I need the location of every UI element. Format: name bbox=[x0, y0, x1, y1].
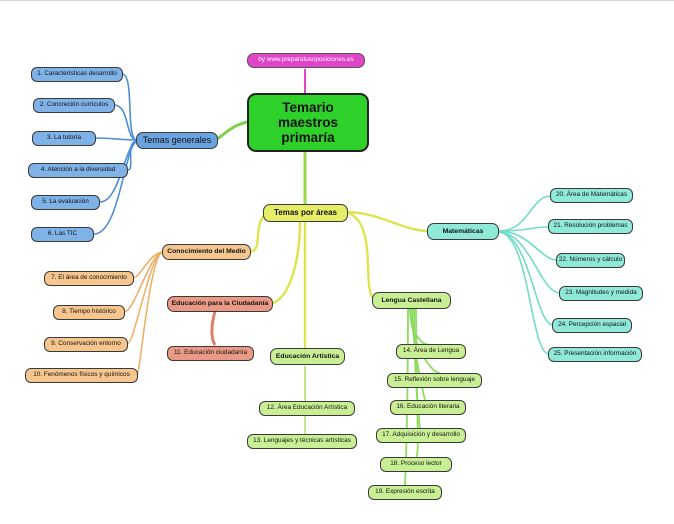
url-node[interactable]: by www.preparatusoposiciones.es bbox=[247, 53, 365, 68]
artistica-item-13[interactable]: 13. Lenguajes y técnicas artísticas bbox=[247, 434, 357, 449]
medio-item-10[interactable]: 10. Fenómenos físicos y químicos bbox=[25, 368, 138, 383]
ciudadania-node[interactable]: Educación para la Ciudadanía bbox=[167, 296, 273, 312]
lengua-node[interactable]: Lengua Castellana bbox=[372, 292, 451, 309]
root-node[interactable]: Temario maestros primaría bbox=[247, 93, 369, 152]
matematicas-item-21[interactable]: 21. Resolución problemas bbox=[548, 219, 633, 234]
ciudadania-item-11[interactable]: 11. Educación ciudadanía bbox=[167, 346, 254, 361]
medio-item-9[interactable]: 9. Conservación entorno bbox=[44, 337, 128, 352]
general-item-5[interactable]: 5. La evaluación bbox=[31, 195, 100, 210]
general-item-1[interactable]: 1. Características desarrollo bbox=[31, 67, 123, 82]
matematicas-item-20[interactable]: 20. Área de Matemáticas bbox=[550, 188, 633, 203]
medio-item-8[interactable]: 8. Tiempo histórico bbox=[53, 305, 125, 320]
artistica-node[interactable]: Educación Artística bbox=[270, 348, 345, 365]
matematicas-node[interactable]: Matemáticas bbox=[427, 223, 499, 240]
temas-generales-node[interactable]: Temas generales bbox=[136, 132, 218, 149]
general-item-6[interactable]: 6. Las TIC bbox=[31, 227, 94, 242]
lengua-item-15[interactable]: 15. Reflexión sobre lenguaje bbox=[387, 373, 482, 388]
conocimiento-medio-node[interactable]: Conocimiento del Medio bbox=[162, 244, 251, 260]
matematicas-item-23[interactable]: 23. Magnitudes y medida bbox=[559, 286, 643, 301]
lengua-item-18[interactable]: 18. Proceso lector bbox=[380, 457, 452, 472]
medio-item-7[interactable]: 7. El área de conocimiento bbox=[44, 271, 134, 286]
general-item-3[interactable]: 3. La tutoría bbox=[32, 131, 96, 146]
lengua-item-19[interactable]: 19. Expresión escrita bbox=[368, 485, 442, 500]
artistica-item-12[interactable]: 12. Área Educación Artística bbox=[259, 401, 355, 416]
lengua-item-16[interactable]: 16. Educación literaria bbox=[390, 400, 466, 415]
lengua-item-17[interactable]: 17. Adquisición y desarrollo bbox=[376, 428, 466, 443]
general-item-4[interactable]: 4. Atención a la diversidad bbox=[28, 163, 128, 178]
matematicas-item-25[interactable]: 25. Presentación información bbox=[548, 347, 642, 362]
general-item-2[interactable]: 2. Concreción curriculos bbox=[33, 98, 115, 113]
lengua-item-14[interactable]: 14. Área de Lengua bbox=[396, 344, 466, 359]
temas-por-areas-node[interactable]: Temas por áreas bbox=[263, 204, 348, 222]
matematicas-item-24[interactable]: 24. Percepción espacial bbox=[552, 318, 632, 333]
matematicas-item-22[interactable]: 22. Números y cálculo bbox=[556, 253, 625, 268]
top-border bbox=[0, 0, 674, 1]
